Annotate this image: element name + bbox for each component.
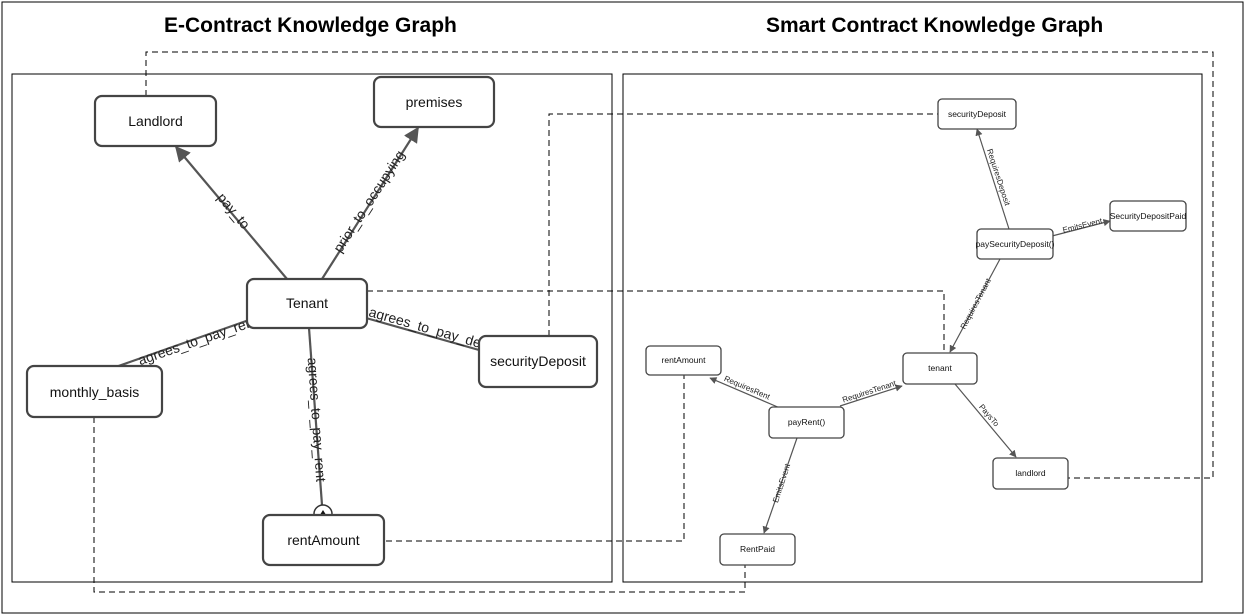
node-sc-tenant[interactable]: tenant — [902, 352, 978, 385]
edge-tenant-rent-amount — [307, 327, 324, 506]
smartcontract-edges — [709, 128, 1111, 534]
node-label: rentAmount — [287, 532, 359, 548]
edge-tenant-premises — [321, 126, 419, 280]
link-tenant — [367, 290, 945, 352]
link-rent-amount — [386, 374, 685, 542]
node-sc-landlord[interactable]: landlord — [992, 457, 1069, 490]
node-sc-pay-security-deposit[interactable]: paySecurityDeposit() — [976, 228, 1055, 260]
node-sc-security-deposit-paid[interactable]: SecurityDepositPaid — [1109, 200, 1187, 232]
edge-tenant-security-deposit — [365, 316, 480, 352]
edge-tenant-landlord — [954, 383, 1017, 458]
edge-label-pay-to: pay_to — [214, 190, 253, 233]
edge-payrent-rentamount — [709, 377, 781, 409]
node-tenant[interactable]: Tenant — [245, 277, 369, 330]
node-label: payRent() — [788, 417, 825, 427]
edge-paysecuritydeposit-tenant — [949, 258, 1001, 353]
link-landlord — [145, 51, 1214, 479]
node-label: Landlord — [128, 113, 183, 129]
node-label: RentPaid — [740, 544, 775, 554]
edge-label-requires-rent: RequiresRent — [723, 374, 772, 402]
edge-label-agrees-to-pay-rent-monthly: agrees_to_pay_rent — [136, 312, 259, 368]
edge-label-requires-tenant-rent: RequiresTenant — [841, 378, 898, 404]
node-sc-security-deposit[interactable]: securityDeposit — [937, 98, 1017, 130]
node-landlord[interactable]: Landlord — [93, 94, 218, 148]
edge-label-requires-tenant-deposit: RequiresTenant — [959, 276, 994, 330]
node-label: premises — [406, 94, 463, 110]
title-smartcontract: Smart Contract Knowledge Graph — [766, 14, 1104, 37]
node-label: Tenant — [286, 295, 328, 311]
edge-label-agrees-to-pay-rent-amount: agrees_to_pay_rent — [305, 357, 330, 482]
edge-label-prior-to-occupying: prior_to_occupying — [330, 147, 408, 255]
node-rent-amount[interactable]: rentAmount — [261, 513, 386, 567]
edge-label-emits-event-deposit: EmitsEvent — [1062, 216, 1104, 235]
link-security-deposit — [548, 113, 938, 336]
smartcontract-panel — [622, 73, 1203, 583]
node-sc-rent-amount[interactable]: rentAmount — [645, 345, 722, 376]
node-label: securityDeposit — [490, 353, 586, 369]
econtract-panel — [11, 73, 613, 583]
node-label: rentAmount — [662, 355, 707, 365]
node-sc-pay-rent[interactable]: payRent() — [768, 406, 845, 439]
title-econtract: E-Contract Knowledge Graph — [164, 14, 457, 37]
node-premises[interactable]: premises — [372, 75, 496, 129]
node-monthly-basis[interactable]: monthly_basis — [25, 364, 164, 419]
edge-label-requires-deposit: RequiresDeposit — [985, 148, 1012, 208]
node-security-deposit[interactable]: securityDeposit — [477, 334, 599, 389]
link-rent-paid — [93, 417, 746, 593]
econtract-edges — [109, 126, 480, 506]
edge-payrent-tenant — [839, 384, 903, 407]
edge-paysecuritydeposit-securitydepositpaid — [1051, 219, 1111, 237]
edge-tenant-landlord — [175, 145, 288, 280]
node-label: paySecurityDeposit() — [976, 239, 1055, 249]
node-label: landlord — [1015, 468, 1046, 478]
edge-tenant-monthly-basis — [109, 318, 250, 371]
edge-payrent-rentpaid — [762, 437, 798, 534]
edge-paysecuritydeposit-securitydeposit — [975, 128, 1010, 230]
node-sc-rent-paid[interactable]: RentPaid — [719, 533, 796, 566]
edge-label-emits-event-rent: EmitsEvent — [771, 462, 792, 504]
node-label: SecurityDepositPaid — [1110, 211, 1187, 221]
node-label: tenant — [928, 363, 952, 373]
node-label: monthly_basis — [50, 384, 140, 400]
cross-graph-links — [93, 51, 1214, 593]
node-label: securityDeposit — [948, 109, 1007, 119]
